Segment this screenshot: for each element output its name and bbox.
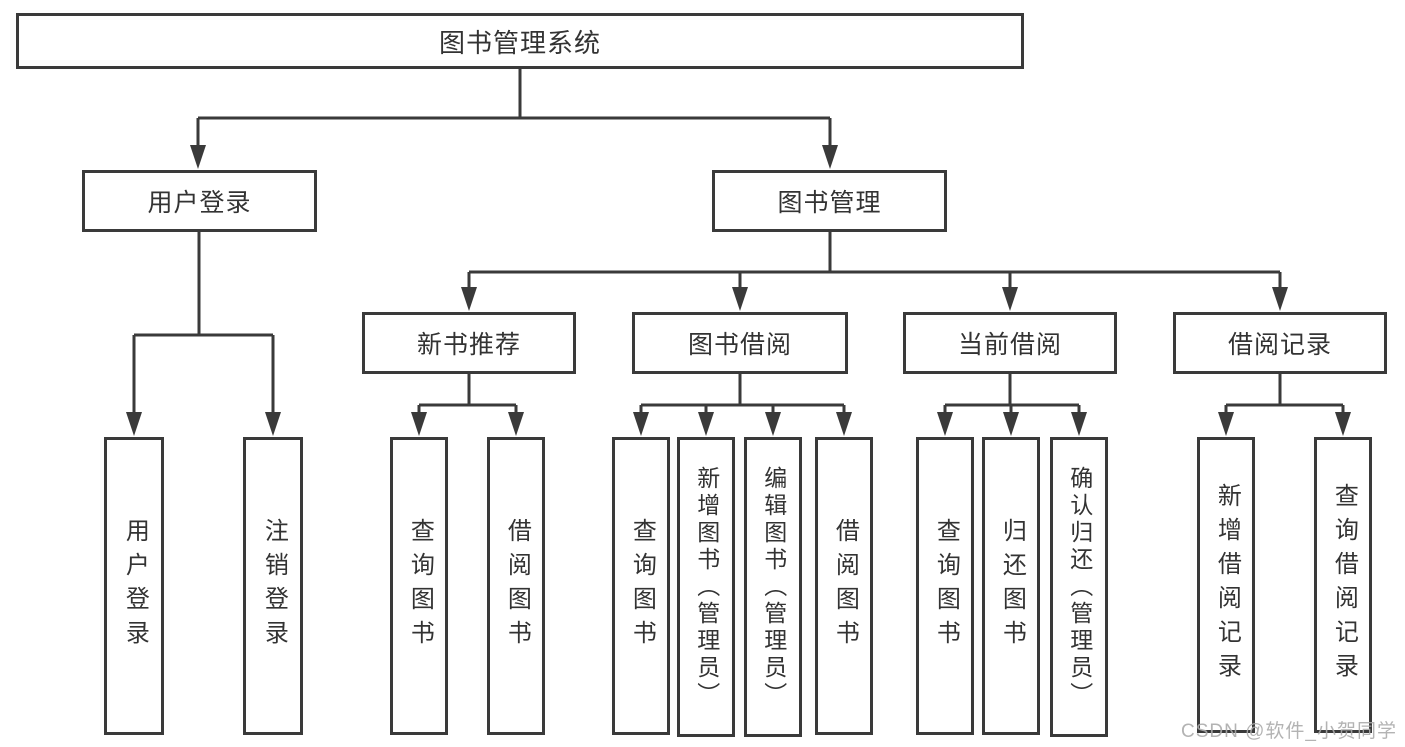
node-label: 新增图书（管理员） xyxy=(693,465,720,709)
node-label: 查询借阅记录 xyxy=(1330,483,1358,687)
node-label: 用户登录 xyxy=(121,518,149,654)
node-query-books-recommend: 查询图书 xyxy=(390,437,448,735)
node-label: 借阅图书 xyxy=(503,518,531,654)
node-label: 用户登录 xyxy=(147,189,252,217)
node-new-book-recommend: 新书推荐 xyxy=(362,312,576,374)
node-borrowing-records: 借阅记录 xyxy=(1173,312,1387,374)
node-current-borrowing: 当前借阅 xyxy=(903,312,1117,374)
node-label: 查询图书 xyxy=(628,518,656,654)
node-label: 借阅记录 xyxy=(1227,331,1332,359)
node-query-books-borrow: 查询图书 xyxy=(612,437,670,735)
node-borrow-books-leaf: 借阅图书 xyxy=(815,437,873,735)
node-query-borrow-record: 查询借阅记录 xyxy=(1314,437,1372,733)
node-add-books-admin: 新增图书（管理员） xyxy=(677,437,735,737)
node-return-books: 归还图书 xyxy=(982,437,1040,735)
connector-paths xyxy=(132,69,1345,416)
node-label: 编辑图书（管理员） xyxy=(760,465,787,709)
node-label: 图书管理 xyxy=(777,189,882,217)
node-label: 注销登录 xyxy=(260,518,288,654)
node-library-system: 图书管理系统 xyxy=(16,13,1024,69)
node-label: 新书推荐 xyxy=(416,331,521,359)
node-query-books-current: 查询图书 xyxy=(916,437,974,735)
node-label: 借阅图书 xyxy=(831,518,859,654)
node-label: 当前借阅 xyxy=(957,331,1062,359)
node-edit-books-admin: 编辑图书（管理员） xyxy=(744,437,802,737)
node-confirm-return-admin: 确认归还（管理员） xyxy=(1050,437,1108,737)
node-user-login-leaf: 用户登录 xyxy=(104,437,164,735)
node-label: 图书管理系统 xyxy=(438,27,601,58)
node-book-borrowing: 图书借阅 xyxy=(632,312,848,374)
node-label: 确认归还（管理员） xyxy=(1066,465,1093,709)
node-label: 归还图书 xyxy=(998,518,1026,654)
node-book-management: 图书管理 xyxy=(712,170,947,232)
node-label: 查询图书 xyxy=(406,518,434,654)
node-add-borrow-record: 新增借阅记录 xyxy=(1197,437,1255,733)
arrowheads xyxy=(126,145,1351,436)
node-label: 查询图书 xyxy=(932,518,960,654)
node-logout-leaf: 注销登录 xyxy=(243,437,303,735)
node-user-login: 用户登录 xyxy=(82,170,317,232)
node-borrow-books-recommend: 借阅图书 xyxy=(487,437,545,735)
node-label: 新增借阅记录 xyxy=(1213,483,1241,687)
watermark: CSDN @软件_小贺同学 xyxy=(1181,721,1397,742)
node-label: 图书借阅 xyxy=(687,331,792,359)
